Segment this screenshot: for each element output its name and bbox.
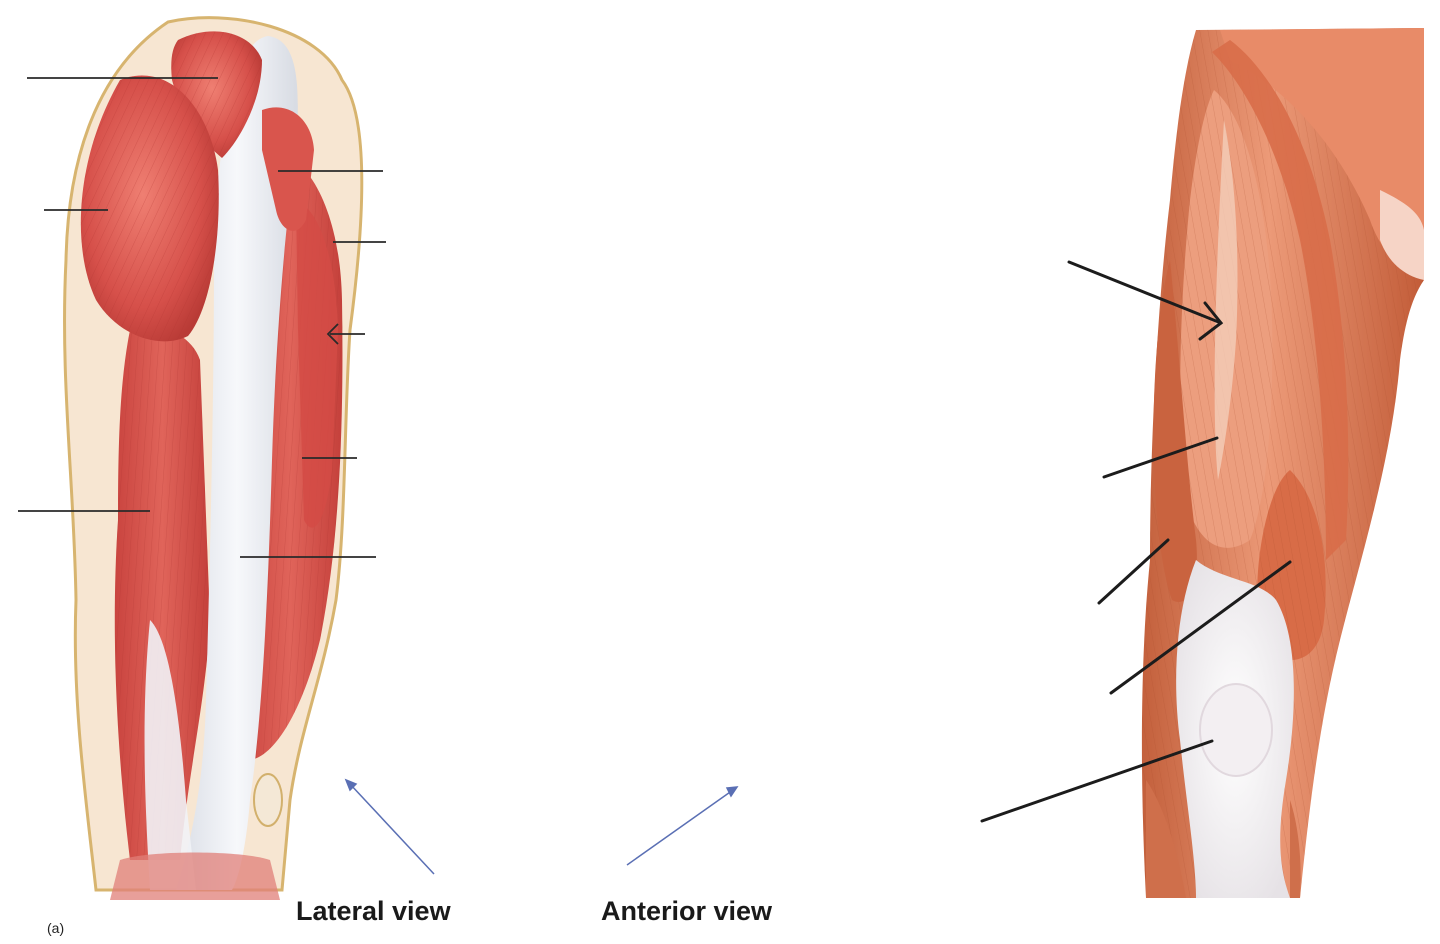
anterior-rectus-tendon-stripe xyxy=(1214,120,1238,480)
anterior-vastus-lateralis xyxy=(1153,260,1197,602)
caption-lateral-view: Lateral view xyxy=(296,896,451,926)
lateral-patella xyxy=(253,773,283,827)
lateral-lower-leg xyxy=(110,852,280,900)
tensor-fasciae-latae xyxy=(262,107,314,231)
anterior-sartorius xyxy=(1212,40,1349,560)
anterior-patella xyxy=(1199,683,1273,777)
anterior-lower-leg-muscle-right xyxy=(1290,800,1301,898)
label-arrowhead-rectus-femoris xyxy=(326,323,339,345)
lateral-rectus-strip xyxy=(296,200,338,528)
anterior-leader-lines xyxy=(980,260,1292,823)
label-line-patellar-ligament xyxy=(980,739,1214,823)
anterior-pointer-arrow xyxy=(626,789,734,866)
lateral-pointer-arrowhead xyxy=(344,778,358,792)
anterior-pelvis-region xyxy=(1220,28,1424,280)
lateral-pointer-arrow xyxy=(349,783,435,875)
lateral-view-illustration xyxy=(63,16,364,900)
anterior-pointer-arrowhead xyxy=(725,786,739,798)
label-line-vastus-lateralis-anterior xyxy=(1102,436,1219,479)
label-arrowhead-rectus-femoris-anterior xyxy=(1198,301,1224,341)
label-line-rectus-femoris-anterior xyxy=(1067,260,1223,325)
panel-label: (a) xyxy=(47,920,65,936)
anterior-view-illustration xyxy=(1141,28,1424,898)
caption-anterior-view: Anterior view xyxy=(601,896,773,926)
lateral-knee-tendons xyxy=(144,620,196,890)
iliotibial-tract xyxy=(176,36,298,890)
lateral-leader-lines xyxy=(18,77,386,558)
caption-pointer-arrows xyxy=(344,778,739,875)
label-line-vastus-medialis-anterior xyxy=(1109,560,1292,695)
label-line-iliotibial-anterior xyxy=(1097,538,1170,605)
anterior-lower-leg-muscle xyxy=(1146,780,1186,898)
anterior-inguinal-highlight xyxy=(1380,190,1424,280)
